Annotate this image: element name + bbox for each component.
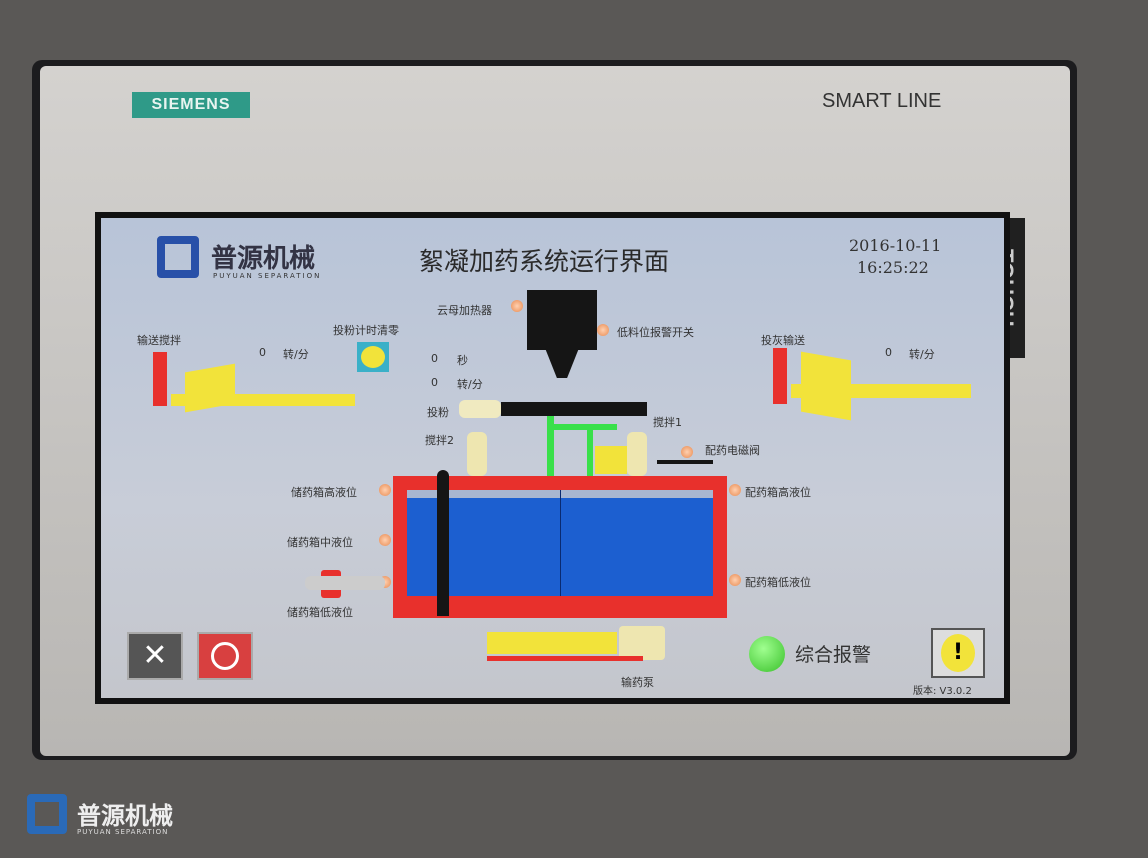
pipe-vertical <box>437 470 449 616</box>
mixer2-motor[interactable] <box>467 432 487 476</box>
pipe <box>547 424 617 430</box>
pipe <box>587 424 593 478</box>
timer-unit: 秒 <box>457 354 468 367</box>
left-conveyor-unit: 转/分 <box>283 348 309 361</box>
feed-speed-unit: 转/分 <box>457 378 483 391</box>
timer-value: 0 <box>431 352 438 365</box>
version-label: 版本: V3.0.2 <box>913 686 972 697</box>
right-conveyor-motor[interactable] <box>773 348 787 404</box>
feed-label: 投粉 <box>427 406 449 419</box>
warning-icon: ! <box>941 634 975 672</box>
settings-tools-button[interactable]: ✕ <box>127 632 183 680</box>
store-low-label: 储药箱低液位 <box>287 606 353 619</box>
logo-text: 普源机械 <box>211 244 316 274</box>
power-button[interactable] <box>197 632 253 680</box>
mixer1-label: 搅拌1 <box>653 416 682 429</box>
pump-base <box>487 656 643 661</box>
heater-lamp <box>511 300 523 312</box>
feed-motor[interactable] <box>459 400 501 418</box>
power-icon <box>211 642 239 670</box>
date: 2016-10-11 <box>849 236 942 255</box>
solenoid-valve[interactable] <box>657 460 713 464</box>
low-level-lamp <box>597 324 609 336</box>
powder-hopper <box>527 290 597 350</box>
reset-button[interactable] <box>357 342 389 372</box>
watermark-text: 普源机械 <box>77 802 173 830</box>
pipe <box>547 416 554 478</box>
heater-label: 云母加热器 <box>437 304 492 317</box>
left-conveyor-screw[interactable] <box>171 394 355 406</box>
low-alarm-label: 低料位报警开关 <box>617 326 694 339</box>
hopper-cone <box>545 348 579 378</box>
pump-label: 输药泵 <box>621 676 654 689</box>
left-conveyor-label: 输送搅拌 <box>137 334 181 347</box>
left-conveyor-motor[interactable] <box>153 352 167 406</box>
reset-label: 投粉计时清零 <box>333 324 399 337</box>
store-high-label: 储药箱高液位 <box>291 486 357 499</box>
tank-divider <box>560 490 561 596</box>
store-mid-lamp <box>379 534 391 546</box>
right-conveyor-label: 投灰输送 <box>761 334 805 347</box>
alarm-status-lamp <box>749 636 785 672</box>
siemens-logo: SIEMENS <box>132 92 250 118</box>
screen: 普源机械 PUYUAN SEPARATION 絮凝加药系统运行界面 2016-1… <box>95 212 1010 704</box>
watermark-subtext: PUYUAN SEPARATION <box>77 828 169 836</box>
feed-speed-value: 0 <box>431 376 438 389</box>
store-mid-label: 储药箱中液位 <box>287 536 353 549</box>
logo-subtext: PUYUAN SEPARATION <box>213 272 322 280</box>
page-title: 絮凝加药系统运行界面 <box>419 247 670 276</box>
mix-low-label: 配药箱低液位 <box>745 576 811 589</box>
right-conveyor-screw[interactable] <box>791 384 971 398</box>
feed-screw <box>501 402 647 416</box>
dosing-pump[interactable] <box>487 632 617 654</box>
left-conveyor-speed: 0 <box>259 346 266 359</box>
valve-lamp <box>681 446 693 458</box>
mix-high-label: 配药箱高液位 <box>745 486 811 499</box>
dosing-unit <box>595 446 627 474</box>
tools-icon: ✕ <box>142 638 168 673</box>
mix-low-lamp <box>729 574 741 586</box>
time: 16:25:22 <box>857 258 929 277</box>
mixer1-motor[interactable] <box>627 432 647 476</box>
right-conveyor-unit: 转/分 <box>909 348 935 361</box>
store-high-lamp <box>379 484 391 496</box>
mixer2-label: 搅拌2 <box>425 434 454 447</box>
company-logo-icon <box>157 236 199 278</box>
right-conveyor-speed: 0 <box>885 346 892 359</box>
model-label: SMART LINE <box>822 90 942 112</box>
alarm-label: 综合报警 <box>795 644 872 666</box>
valve-label: 配药电磁阀 <box>705 444 760 457</box>
watermark-logo-icon <box>27 794 67 834</box>
mix-high-lamp <box>729 484 741 496</box>
flow-pipe <box>305 576 385 590</box>
alarm-button[interactable]: ! <box>931 628 985 678</box>
pump-motor[interactable] <box>619 626 665 660</box>
